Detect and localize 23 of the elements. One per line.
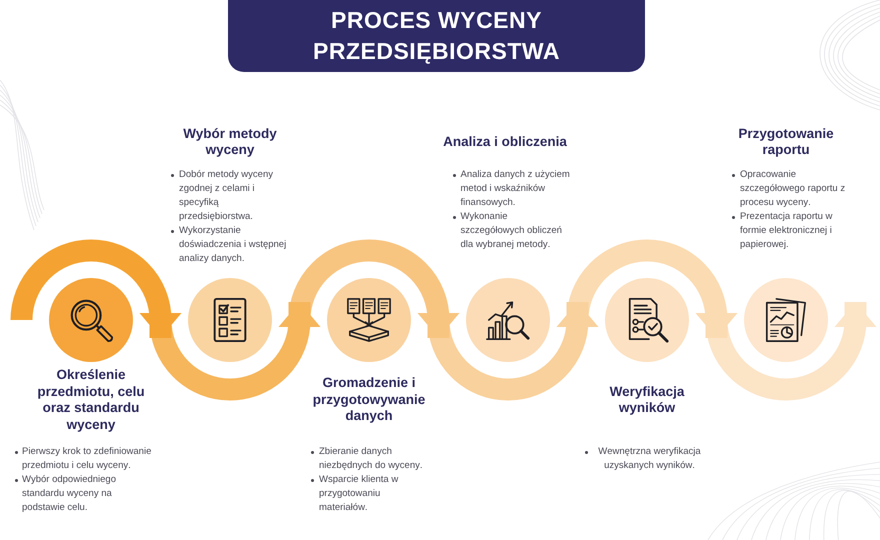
curved-arrow [150, 302, 320, 400]
step-heading: Określenie przedmiotu, celu oraz standardu wyceny [36, 367, 146, 433]
bullet-item: Dobór metody wyceny zgodnej z celami i specyfiką przedsiębiorstwa. [170, 168, 291, 224]
bullet-item: Opracowanie szczegółowego raportu z procesu wyceny. [731, 168, 848, 210]
bullet-item: Zbieranie danych niezbędnych do wyceny. [310, 445, 425, 473]
curved-arrow [566, 240, 738, 338]
bullet-item: Wykonanie szczegółowych obliczeń dla wybranej metody. [452, 210, 572, 252]
title: PROCES WYCENY PRZEDSIĘBIORSTWA [312, 6, 561, 66]
curved-arrow [288, 240, 460, 338]
step-heading: Przygotowanie raportu [737, 126, 835, 158]
bullet-item: Analiza danych z użyciem metod i wskaźników finansowych. [452, 168, 572, 210]
step-heading: Gromadzenie i przygotowywanie danych [312, 375, 426, 425]
step-heading: Analiza i obliczenia [443, 134, 567, 150]
step-heading: Wybór metody wyceny [182, 126, 278, 158]
step-heading: Weryfikacja wyników [608, 384, 686, 416]
curved-arrow [706, 302, 876, 400]
curved-arrow [428, 302, 598, 400]
bullet-item: Wykorzystanie doświadczenia i wstępnej analizy danych. [170, 224, 291, 266]
bullet-item: Pierwszy krok to zdefiniowanie przedmiotu i celu wyceny. [14, 445, 153, 473]
bullet-item: Wybór odpowiedniego standardu wyceny na podstawie celu. [14, 473, 153, 515]
bullet-item: Wsparcie klienta w przygotowaniu materiałów. [310, 473, 425, 515]
bullet-item: Wewnętrzna weryfikacja uzyskanych wyników. [584, 445, 703, 473]
bullet-item: Prezentacja raportu w formie elektronicznej i papierowej. [731, 210, 848, 252]
